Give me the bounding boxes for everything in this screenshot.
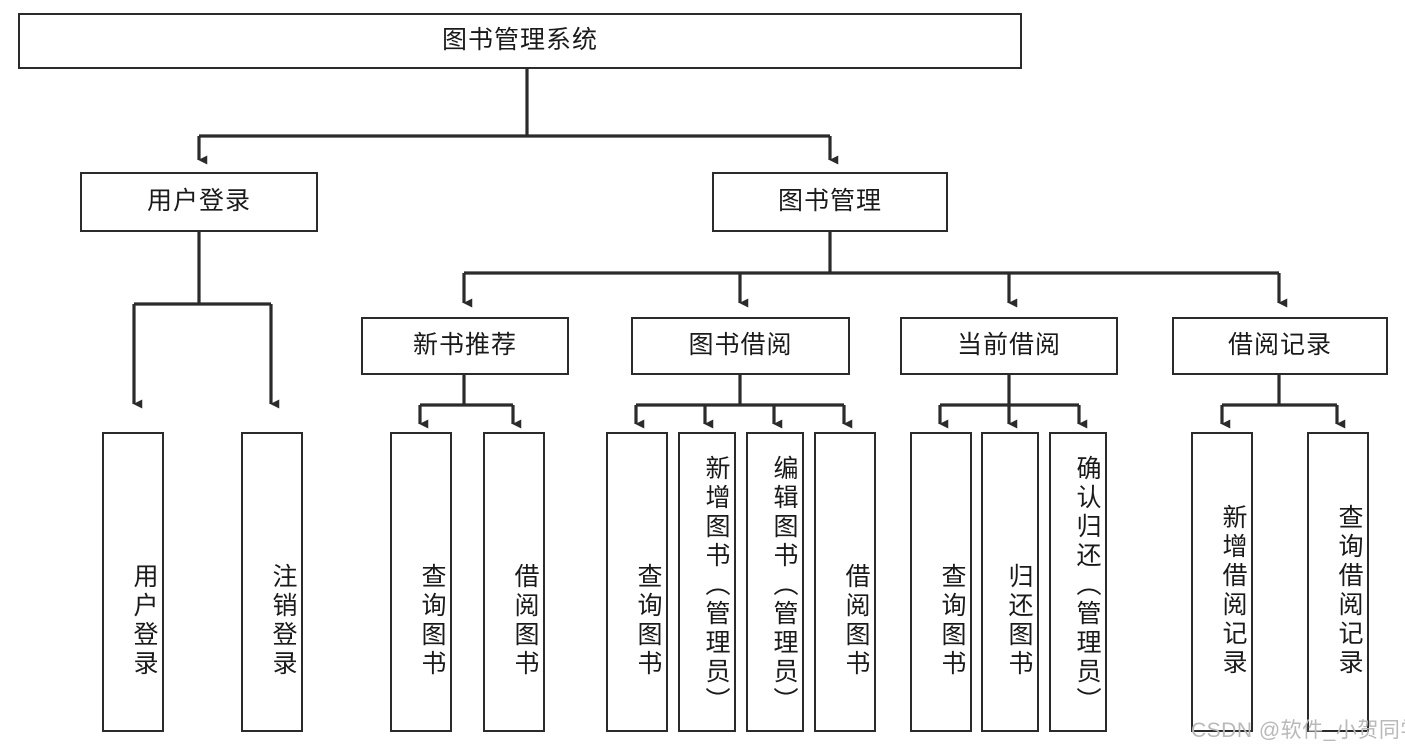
leaf-add-book[interactable]: 新增图书（管理员）	[678, 432, 736, 732]
leaf-user-login[interactable]: 用户登录	[102, 432, 164, 732]
leaf-edit-book[interactable]: 编辑图书（管理员）	[746, 432, 804, 732]
leaf-label: 新增图书（管理员）	[702, 454, 730, 716]
leaf-query-book-1[interactable]: 查询图书	[390, 432, 452, 732]
leaf-label: 借阅图书	[842, 563, 870, 679]
leaf-return-book[interactable]: 归还图书	[981, 432, 1039, 732]
node-user-login[interactable]: 用户登录	[80, 172, 318, 232]
leaf-label: 查询图书	[938, 563, 966, 679]
node-root[interactable]: 图书管理系统	[18, 13, 1022, 69]
leaf-borrow-book-2[interactable]: 借阅图书	[814, 432, 876, 732]
leaf-query-record[interactable]: 查询借阅记录	[1307, 432, 1369, 732]
node-book-borrow[interactable]: 图书借阅	[631, 317, 850, 375]
csdn-watermark: CSDN @软件_小贺同学	[1191, 719, 1405, 742]
node-borrow-record[interactable]: 借阅记录	[1172, 317, 1388, 375]
leaf-label: 查询图书	[634, 563, 662, 679]
leaf-label: 新增借阅记录	[1219, 504, 1247, 678]
leaf-label: 借阅图书	[511, 563, 539, 679]
leaf-label: 注销登录	[269, 563, 297, 679]
node-current-borrow[interactable]: 当前借阅	[900, 317, 1118, 375]
leaf-query-book-2[interactable]: 查询图书	[606, 432, 668, 732]
leaf-label: 查询借阅记录	[1335, 504, 1363, 678]
leaf-borrow-book-1[interactable]: 借阅图书	[483, 432, 545, 732]
leaf-label: 用户登录	[130, 563, 158, 679]
leaf-label: 归还图书	[1005, 563, 1033, 679]
node-new-book-rec[interactable]: 新书推荐	[361, 317, 569, 375]
node-book-manage[interactable]: 图书管理	[712, 172, 948, 232]
leaf-label: 确认归还（管理员）	[1073, 454, 1101, 716]
leaf-label: 编辑图书（管理员）	[770, 454, 798, 716]
leaf-label: 查询图书	[418, 563, 446, 679]
leaf-confirm-return[interactable]: 确认归还（管理员）	[1049, 432, 1107, 732]
leaf-query-book-3[interactable]: 查询图书	[910, 432, 972, 732]
leaf-add-record[interactable]: 新增借阅记录	[1191, 432, 1253, 732]
leaf-logout-login[interactable]: 注销登录	[241, 432, 303, 732]
